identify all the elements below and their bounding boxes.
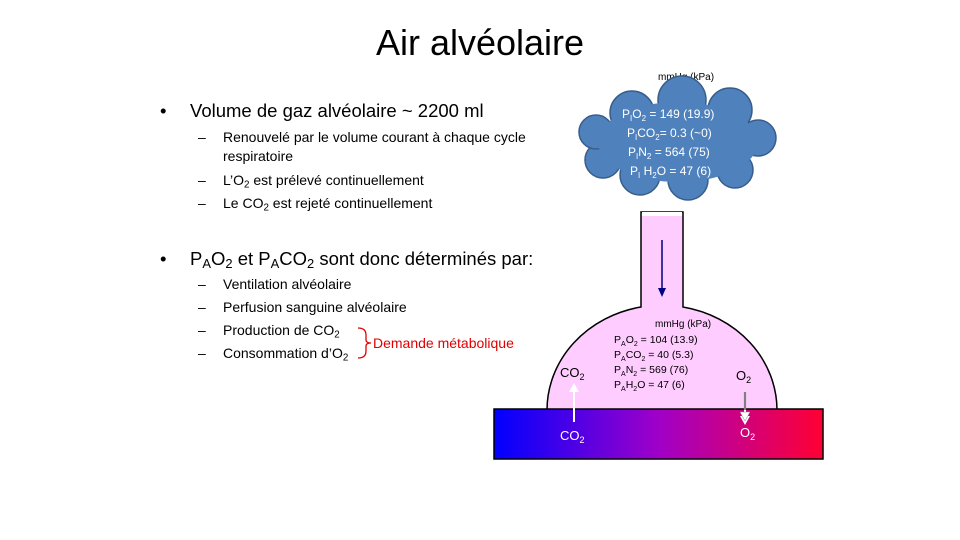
cloud-core [598, 102, 758, 182]
cloud-pio2: PIO2 = 149 (19.9) [622, 107, 714, 123]
o2-down-arrow-outline [739, 392, 751, 422]
sub-bullet-text: Consommation d’O2 [223, 345, 349, 364]
inflow-arrow [658, 240, 666, 297]
sub-bullet-text: Ventilation alvéolaire [223, 276, 352, 292]
bullet-dot: • [160, 100, 167, 121]
bullet-text: PAO2 et PACO2 sont donc déterminés par: [190, 248, 534, 272]
sub-bullet-text: Le CO2 est rejeté continuellement [223, 195, 433, 214]
alv-paco2: PACO2 = 40 (5.3) [614, 349, 694, 363]
slide-title: Air alvéolaire [375, 22, 585, 63]
cloud-values: PIO2 = 149 (19.9) PICO2= 0.3 (~0) PIN2 =… [622, 107, 714, 180]
co2-up-arrow [569, 383, 579, 422]
bullet-dot: • [160, 248, 167, 269]
alveolus-unit-label: mmHg (kPa) [655, 319, 711, 330]
alveolus-body [546, 211, 778, 411]
alv-pah2o: PAH2O = 47 (6) [614, 379, 685, 393]
alv-pan2: PAN2 = 569 (76) [614, 364, 688, 378]
capillary-co2-label: CO2 [560, 428, 585, 445]
alveolus-co2-label: CO2 [560, 365, 585, 382]
capillary-bar [493, 408, 824, 460]
cloud-pih2o: PI H2O = 47 (6) [630, 164, 711, 180]
sub-bullet-text: Perfusion sanguine alvéolaire [223, 299, 407, 315]
alv-pao2: PAO2 = 104 (13.9) [614, 334, 698, 348]
cloud-pico2: PICO2= 0.3 (~0) [627, 126, 712, 142]
alveolus-values: PAO2 = 104 (13.9) PACO2 = 40 (5.3) PAN2 … [614, 334, 698, 393]
bullet-text: Volume de gaz alvéolaire ~ 2200 ml [190, 100, 484, 121]
metabolic-demand-label: Demande métabolique [373, 335, 514, 351]
airway-opening [642, 212, 682, 216]
sub-bullet-text: L’O2 est prélevé continuellement [223, 172, 424, 191]
sub-bullet-text: Renouvelé par le volume courant à chaque… [223, 129, 526, 164]
sub-bullet-text: Production de CO2 [223, 322, 340, 341]
metabolic-brace [357, 327, 372, 359]
cloud-pin2: PIN2 = 564 (75) [628, 145, 710, 161]
